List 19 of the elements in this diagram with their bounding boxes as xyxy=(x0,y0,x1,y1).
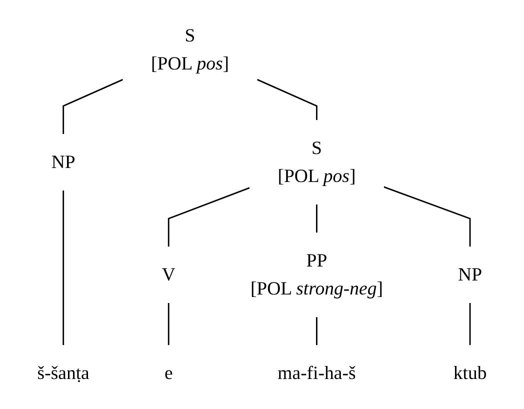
node-text: e xyxy=(164,363,173,384)
connector xyxy=(384,186,471,247)
node-text: š-šanṭa xyxy=(37,363,90,384)
connector xyxy=(469,303,471,346)
connector xyxy=(62,78,124,134)
node-text: V xyxy=(162,264,176,286)
node-text: S [POL pos] xyxy=(151,25,230,74)
connector xyxy=(168,187,250,247)
connector xyxy=(316,317,318,346)
node-text: PP [POL strong-neg] xyxy=(250,250,383,300)
connector xyxy=(62,190,64,346)
node-text: S [POL pos] xyxy=(278,138,356,187)
node-text: NP xyxy=(458,264,482,286)
connector xyxy=(256,78,318,120)
node-text: ktub xyxy=(453,363,487,384)
node-text: NP xyxy=(51,152,76,173)
connector xyxy=(168,303,170,346)
node-text: ma-fi-ha-š xyxy=(278,363,356,384)
connector xyxy=(316,204,318,233)
